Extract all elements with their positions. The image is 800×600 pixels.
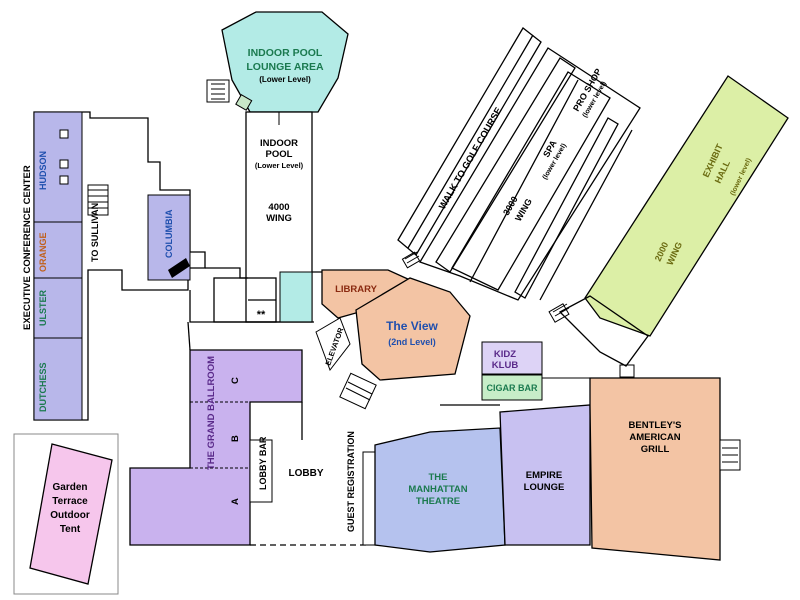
- lobby-outline: [250, 402, 500, 546]
- exhibit-hall-2000-wing[interactable]: [584, 75, 789, 337]
- indoor-pool-lounge-label: INDOOR POOL: [248, 47, 323, 59]
- lobby-bar[interactable]: [249, 439, 273, 503]
- walk-to-golf-course-corridor: [397, 27, 641, 301]
- bentleys-american-grill[interactable]: [589, 377, 721, 561]
- garden-label: Outdoor: [50, 510, 90, 521]
- section-c-label: C: [230, 377, 241, 384]
- grand-ballroom-label: THE GRAND BALLROOM: [206, 356, 217, 470]
- library-label: LIBRARY: [335, 284, 378, 295]
- empire-label: EMPIRE: [526, 470, 562, 481]
- manhattan-label: MANHATTAN: [408, 484, 467, 495]
- bentleys-label: BENTLEY'S: [629, 420, 682, 431]
- empire-label: LOUNGE: [524, 482, 565, 493]
- the-grand-ballroom[interactable]: [129, 349, 303, 546]
- wing-3000-block: [435, 57, 619, 299]
- view-level-label: (2nd Level): [388, 337, 436, 347]
- executive-center-label: EXECUTIVE CONFERENCE CENTER: [22, 165, 33, 330]
- wing-2000-connector: [558, 295, 649, 367]
- dutchess-room[interactable]: [33, 337, 83, 421]
- kidz-label: KLUB: [492, 360, 519, 371]
- guest-registration[interactable]: [362, 451, 376, 546]
- guest-registration-label: GUEST REGISTRATION: [346, 431, 356, 532]
- ulster-label: ULSTER: [38, 289, 48, 326]
- lobby-bar-label: LOBBY BAR: [258, 436, 268, 490]
- garden-label: Garden: [52, 482, 87, 493]
- cigar-bar[interactable]: [481, 374, 543, 401]
- kidz-label: KIDZ: [494, 349, 516, 360]
- indoor-pool-label: POOL: [266, 149, 293, 160]
- corridors: [187, 267, 330, 351]
- pool-level-label: (Lower Level): [255, 161, 304, 170]
- stairs-icon: [339, 372, 377, 410]
- cigar-label: CIGAR BAR: [487, 383, 538, 393]
- hudson-room[interactable]: [33, 111, 83, 223]
- lobby-label: LOBBY: [289, 468, 324, 479]
- elevator-block: [315, 317, 351, 372]
- columbia-label: COLUMBIA: [164, 209, 174, 258]
- section-a-label: A: [230, 498, 241, 505]
- ulster-room[interactable]: [33, 277, 83, 339]
- stairs-icon: [619, 364, 635, 378]
- indoor-pool-lounge-label: LOUNGE AREA: [246, 61, 324, 73]
- lounge-level-label: (Lower Level): [259, 75, 311, 84]
- manhattan-label: THEATRE: [416, 496, 460, 507]
- stairs-icon: [401, 251, 421, 269]
- the-view[interactable]: [355, 277, 471, 381]
- restroom-icon: [59, 159, 69, 169]
- executive-conference-center: [33, 111, 206, 421]
- stairs-icon: [206, 79, 230, 103]
- orange-label: ORANGE: [38, 232, 48, 272]
- garden-label: Tent: [60, 524, 81, 535]
- pool-link: [279, 271, 313, 323]
- restroom-icon: [59, 129, 69, 139]
- manhattan-label: THE: [429, 472, 448, 483]
- dutchess-label: DUTCHESS: [38, 362, 48, 412]
- indoor-pool-lounge-area[interactable]: [221, 11, 349, 113]
- elevator-icon: [235, 93, 253, 111]
- hudson-label: HUDSON: [38, 151, 48, 190]
- the-view-label: The View: [386, 319, 438, 333]
- to-sullivan-label: TO SULLIVAN: [90, 203, 100, 262]
- kidz-klub[interactable]: [481, 341, 543, 375]
- restrooms-label: **: [257, 309, 266, 321]
- bentleys-label: AMERICAN: [629, 432, 680, 443]
- restroom-icon: [59, 175, 69, 185]
- bentleys-label: GRILL: [641, 444, 670, 455]
- indoor-pool-label: INDOOR: [260, 138, 298, 149]
- wing-4000-label: WING: [266, 213, 292, 224]
- orange-room[interactable]: [33, 221, 83, 279]
- stairs-icon: [548, 303, 570, 323]
- section-b-label: B: [230, 435, 241, 442]
- empire-lounge[interactable]: [499, 404, 591, 546]
- garden-terrace-outdoor-tent[interactable]: [29, 443, 113, 585]
- garden-label: Terrace: [52, 496, 88, 507]
- wing-4000-label: 4000: [268, 202, 289, 213]
